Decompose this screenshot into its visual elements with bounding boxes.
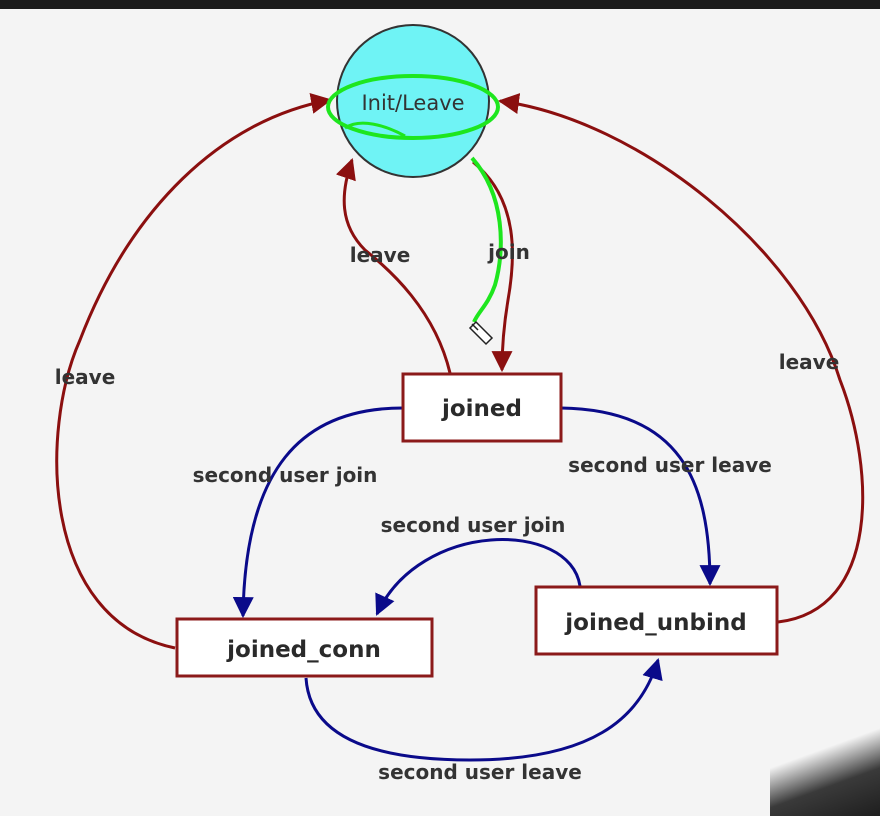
- state-joined: joined: [401, 372, 563, 443]
- state-joined-conn-label: joined_conn: [226, 637, 381, 663]
- edge-conn-to-unbind: [304, 657, 663, 762]
- edge-unbind-to-conn-label: second user join: [381, 513, 566, 537]
- edge-joined-to-conn: [232, 406, 404, 619]
- edge-leave-right: [497, 93, 865, 624]
- pen-cursor-icon: [468, 320, 494, 346]
- edge-leave-center-label: leave: [350, 243, 411, 267]
- edge-leave-left: [55, 93, 333, 650]
- edge-unbind-to-conn: [375, 538, 582, 616]
- state-joined-unbind-label: joined_unbind: [564, 610, 746, 636]
- edge-leave-center: [335, 158, 452, 374]
- state-init-leave-label: Init/Leave: [361, 91, 464, 115]
- edge-joined-to-conn-label: second user join: [193, 463, 378, 487]
- edge-leave-right-label: leave: [779, 350, 840, 374]
- edge-leave-left-label: leave: [55, 365, 116, 389]
- state-joined-label: joined: [441, 396, 522, 422]
- highlight-annotation: [326, 74, 503, 323]
- edge-joined-to-unbind: [560, 406, 721, 587]
- state-joined-unbind: joined_unbind: [534, 585, 779, 656]
- state-joined-conn: joined_conn: [175, 617, 434, 678]
- state-init-leave: Init/Leave: [336, 24, 490, 178]
- edge-conn-to-unbind-label: second user leave: [378, 760, 582, 784]
- edge-join-label: join: [487, 240, 530, 264]
- window-top-bar: [0, 0, 880, 9]
- edge-joined-to-unbind-label: second user leave: [568, 453, 772, 477]
- presenter-shadow: [770, 696, 880, 816]
- edge-join: [472, 160, 514, 373]
